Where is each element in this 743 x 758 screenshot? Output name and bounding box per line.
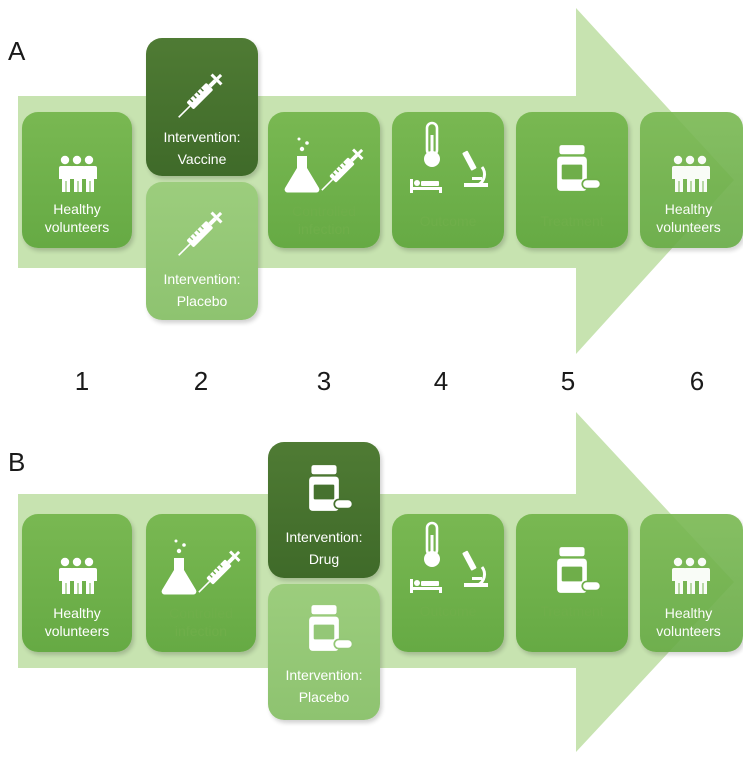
step-label: Intervention: Vaccine [163,129,241,167]
b-step-intervention-drug: Intervention: Drug [268,442,380,578]
step-number-6: 6 [689,366,705,396]
step-label: Treatment [540,603,604,619]
people-icon [640,554,743,603]
b-step-healthy-volunteers-end: Healthy volunteers [640,514,743,652]
a-step-controlled-infection: Controlled infection [268,112,380,248]
step-number-1: 1 [74,366,90,396]
step-number-2: 2 [193,366,209,396]
b-step-controlled-infection: Controlled infection [146,514,256,652]
panel-label-b: B [8,447,26,477]
thermometer-bed-microscope-icon [392,118,504,205]
step-number-3: 3 [316,366,332,396]
step-label: Controlled infection [169,605,233,639]
step-label: Healthy volunteers [656,201,721,235]
step-label: Intervention: Drug [285,529,363,567]
pill-bottle-icon [268,600,380,661]
syringe-icon [146,64,258,129]
arrow-b-shape [18,412,734,752]
people-icon [22,152,132,201]
a-step-intervention-vaccine: Intervention: Vaccine [146,38,258,176]
step-label: Intervention: Placebo [285,667,363,705]
b-step-healthy-volunteers: Healthy volunteers [22,514,132,652]
flask-syringe-icon [146,536,256,605]
a-step-healthy-volunteers: Healthy volunteers [22,112,132,248]
a-step-healthy-volunteers-end: Healthy volunteers [640,112,743,248]
panel-label-a: A [8,36,26,66]
pill-bottle-icon [268,460,380,521]
step-label: Intervention: Placebo [163,271,241,309]
step-label: Treatment [540,213,604,229]
a-step-treatment: Treatment [516,112,628,248]
flask-syringe-icon [268,134,380,203]
people-icon [640,152,743,201]
step-label: Outcome [419,603,477,619]
a-step-outcome: Outcome [392,112,504,248]
pill-bottle-icon [516,142,628,199]
step-number-4: 4 [433,366,449,396]
step-number-5: 5 [560,366,576,396]
step-label: Controlled infection [292,203,356,237]
syringe-icon [146,202,258,267]
step-label: Healthy volunteers [44,201,110,235]
step-label: Outcome [419,213,477,229]
step-label: Healthy volunteers [656,605,721,639]
pill-bottle-icon [516,544,628,601]
step-label: Healthy volunteers [44,605,110,639]
b-step-intervention-placebo: Intervention: Placebo [268,584,380,720]
b-step-treatment: Treatment [516,514,628,652]
thermometer-bed-microscope-icon [392,518,504,605]
b-step-outcome: Outcome [392,514,504,652]
a-step-intervention-placebo: Intervention: Placebo [146,182,258,320]
people-icon [22,554,132,603]
